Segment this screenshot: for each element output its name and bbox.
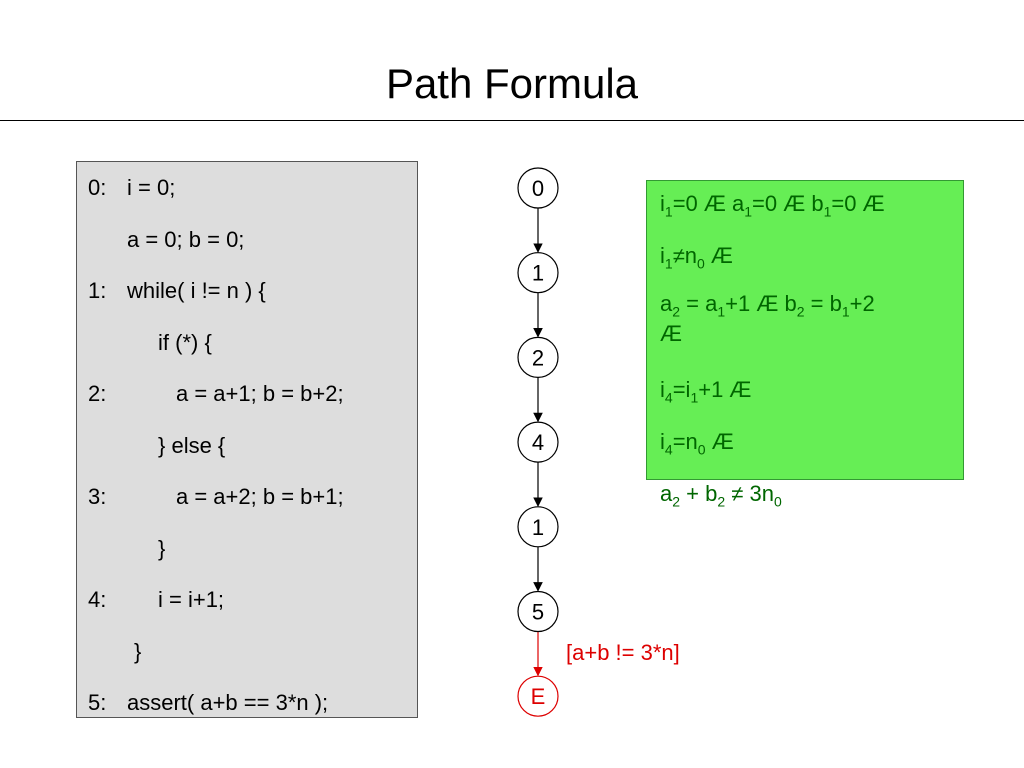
formula-subscript: 2 — [717, 493, 726, 510]
code-statement: while( i != n ) { — [127, 278, 266, 303]
code-statement: i = 0; — [127, 175, 176, 200]
formula-line: i1≠n0 Æ — [660, 242, 733, 277]
formula-line: i1=0 Æ a1=0 Æ b1=0 Æ — [660, 190, 885, 225]
cfg-node — [517, 252, 559, 294]
code-statement: if (*) { — [158, 329, 212, 355]
cfg-node — [517, 506, 559, 548]
formula-subscript: 4 — [664, 441, 673, 458]
formula-term: = a — [680, 291, 718, 316]
code-line: 2: a = a+1; b = b+2; — [77, 378, 417, 410]
formula-subscript: 0 — [773, 493, 782, 510]
code-line-number: 3: — [88, 484, 107, 509]
formula-term: +1 Æ — [698, 377, 752, 402]
code-line-number: 5: — [88, 690, 107, 715]
cfg-node-label: 4 — [532, 430, 544, 455]
cfg-node-label: 1 — [532, 515, 544, 540]
code-statement: assert( a+b == 3*n ); — [127, 690, 329, 715]
formula-subscript: 1 — [664, 203, 673, 220]
formula-term: i — [660, 377, 665, 402]
formula-subscript: 2 — [672, 303, 681, 320]
formula-term: i — [660, 429, 665, 454]
code-line: a = 0; b = 0; — [77, 224, 417, 256]
formula-subscript: 1 — [717, 303, 726, 320]
code-line: 1: while( i != n ) { — [77, 275, 417, 307]
formula-subscript: 4 — [664, 389, 673, 406]
formula-subscript: 0 — [697, 255, 705, 272]
title-divider — [0, 120, 1024, 121]
path-formula-box — [646, 180, 964, 480]
formula-subscript: 1 — [823, 203, 832, 220]
error-edge-guard: [a+b != 3*n] — [566, 640, 680, 665]
formula-term: =i — [672, 377, 691, 402]
code-line: 4: i = i+1; — [77, 584, 417, 616]
formula-subscript: 0 — [697, 441, 706, 458]
formula-term: ≠n — [672, 243, 697, 268]
code-statement: } else { — [158, 432, 226, 458]
formula-subscript: 1 — [744, 203, 753, 220]
error-node — [517, 675, 559, 717]
code-line-number: 2: — [88, 381, 107, 406]
code-statement: a = a+1; b = b+2; — [176, 381, 344, 406]
formula-subscript: 2 — [796, 303, 805, 320]
formula-term: + b — [680, 481, 718, 506]
formula-term: = b — [804, 291, 842, 316]
formula-term: Æ — [660, 321, 682, 346]
code-line: } — [77, 636, 417, 668]
formula-term: =0 Æ b — [752, 191, 824, 216]
cfg-node-label: 5 — [532, 600, 544, 625]
formula-subscript: 1 — [664, 255, 673, 272]
code-line: 3: a = a+2; b = b+1; — [77, 481, 417, 513]
formula-subscript: 2 — [672, 493, 681, 510]
code-statement: a = a+2; b = b+1; — [176, 484, 344, 509]
code-statement: } — [158, 535, 166, 561]
formula-subscript: 1 — [841, 303, 850, 320]
code-statement: a = 0; b = 0; — [127, 226, 245, 252]
formula-subscript: 1 — [690, 389, 699, 406]
cfg-node — [517, 336, 559, 378]
code-line: } — [77, 533, 417, 565]
formula-term: Æ — [704, 243, 733, 268]
cfg-node — [517, 590, 559, 633]
cfg-node — [517, 167, 559, 209]
code-line-number: 1: — [88, 278, 107, 303]
formula-term: i — [660, 191, 665, 216]
code-line: if (*) { — [77, 327, 417, 359]
cfg-node-label: 0 — [532, 176, 544, 201]
formula-line: a2 = a1+1 Æ b2 = b1+2 — [660, 290, 875, 325]
formula-line: i4=n0 Æ — [660, 428, 734, 463]
formula-term: +1 Æ b — [725, 291, 797, 316]
formula-term: +2 — [849, 291, 875, 316]
formula-term: i — [660, 243, 665, 268]
formula-term: =0 Æ — [831, 191, 885, 216]
code-line-number: 0: — [88, 175, 107, 200]
formula-term: =n — [672, 429, 698, 454]
formula-line: i4=i1+1 Æ — [660, 376, 751, 411]
formula-line: Æ — [660, 320, 682, 348]
code-listing: 0: i = 0; a = 0; b = 0; 1: while( i != n ) {… — [76, 161, 418, 718]
formula-line: a2 + b2 ≠ 3n0 — [660, 480, 782, 515]
formula-term: =0 Æ a — [672, 191, 745, 216]
code-line-number: 4: — [88, 587, 107, 612]
cfg-node-label: 2 — [532, 345, 544, 370]
formula-term: a — [660, 291, 673, 316]
code-line: } else { — [77, 430, 417, 462]
page-title: Path Formula — [385, 60, 639, 107]
code-line: 5: assert( a+b == 3*n ); — [77, 687, 417, 719]
cfg-node-label: E — [531, 684, 546, 709]
formula-term: ≠ 3n — [725, 481, 774, 506]
code-line: 0: i = 0; — [77, 172, 417, 204]
cfg-node-label: 1 — [532, 261, 544, 286]
code-statement: } — [134, 638, 142, 664]
cfg-node — [517, 421, 559, 463]
formula-term: a — [660, 481, 673, 506]
formula-term: Æ — [705, 429, 734, 454]
code-statement: i = i+1; — [158, 587, 225, 612]
